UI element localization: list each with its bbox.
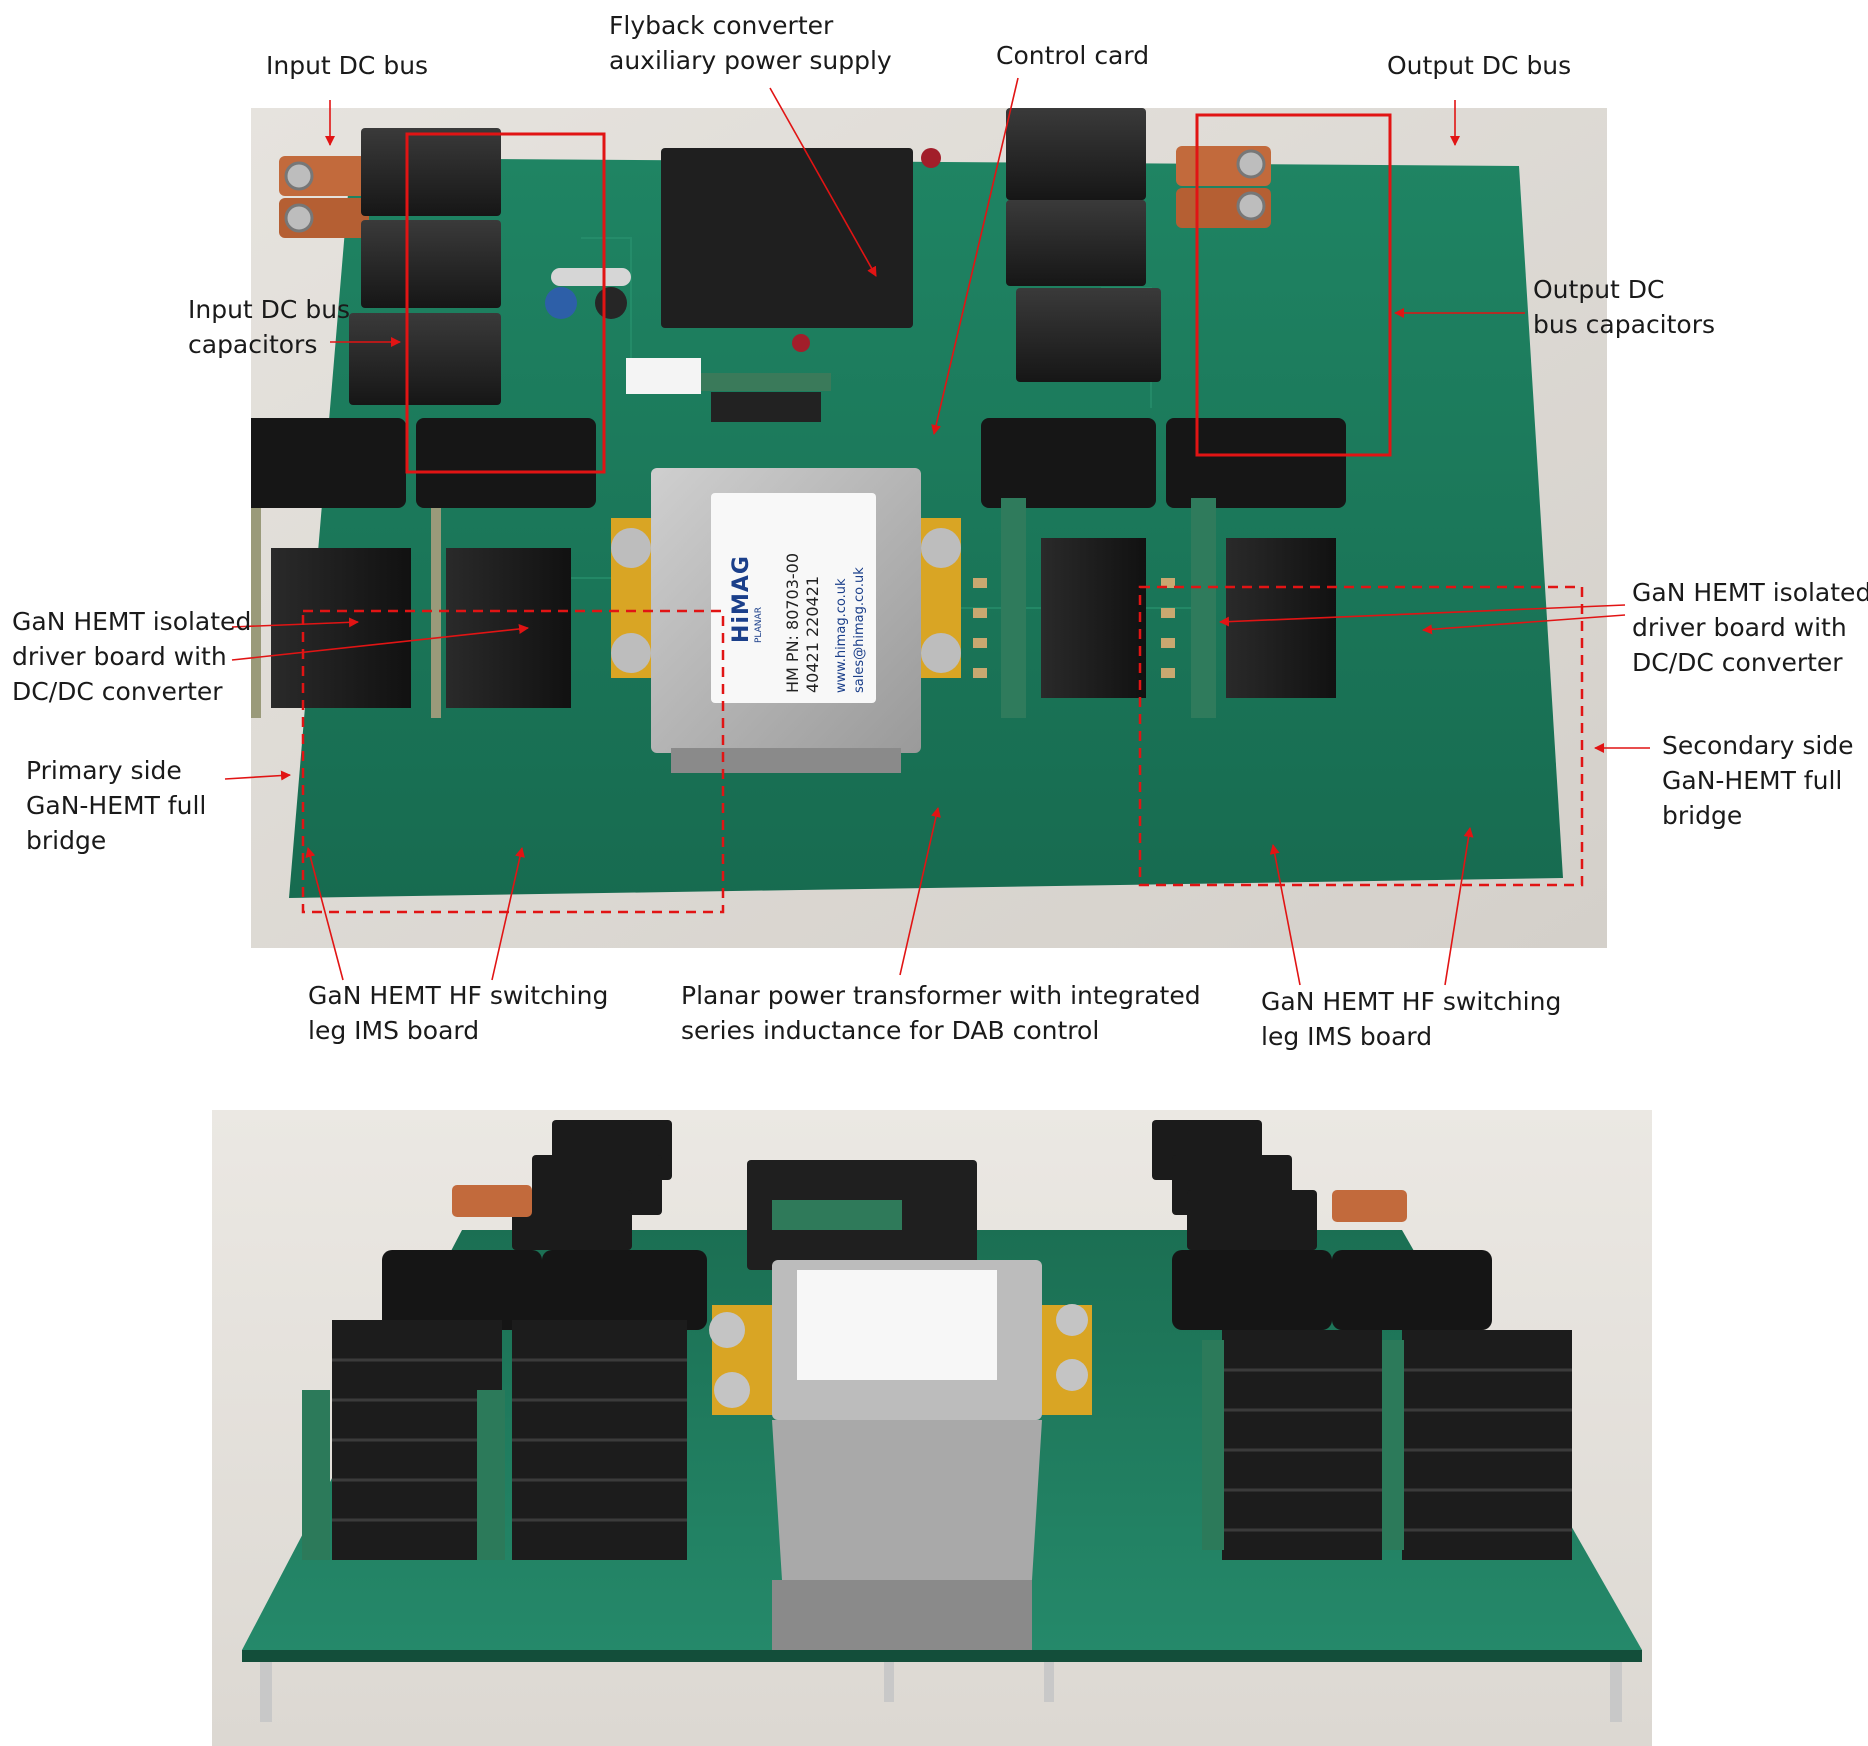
email: sales@himag.co.uk <box>852 567 867 693</box>
label-output-dc-bus: Output DC bus <box>1387 51 1572 80</box>
website: www.himag.co.uk <box>834 578 849 693</box>
top-view-photo <box>251 108 1607 948</box>
label-transformer: Planar power transformer with integrated… <box>681 981 1201 1045</box>
board-sticker <box>626 358 701 394</box>
control-card <box>701 373 831 391</box>
brand-sub: PLANAR <box>754 607 764 643</box>
lot-number: 40421 220421 <box>803 575 822 693</box>
transformer-sticker <box>711 493 876 703</box>
input-capacitors <box>349 128 501 405</box>
label-input-dc-bus: Input DC bus <box>266 51 429 80</box>
flyback-module <box>661 148 913 328</box>
label-control-card: Control card <box>996 41 1150 70</box>
fuse <box>551 268 631 286</box>
input-terminals <box>279 156 369 238</box>
part-number: HM PN: 80703-00 <box>783 552 802 693</box>
transformer-sticker-text: HiMAG PLANAR HM PN: 80703-00 40421 22042… <box>711 493 876 703</box>
perspective-view-photo <box>212 1110 1652 1746</box>
y-capacitor <box>545 287 577 319</box>
brand-logo: HiMAG <box>729 555 754 643</box>
electrolytic-capacitor <box>921 148 941 168</box>
output-capacitors <box>1006 108 1161 382</box>
